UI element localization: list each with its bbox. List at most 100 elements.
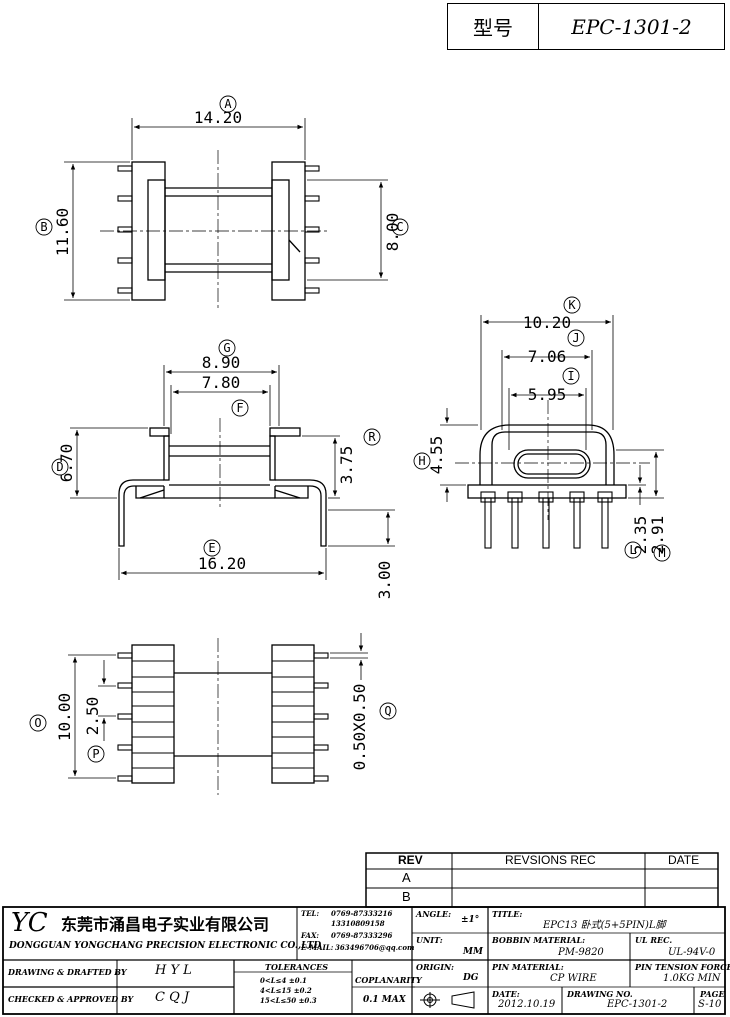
bubble-k: K (563, 296, 581, 314)
svg-text:M: M (658, 546, 665, 560)
bubble-o: O (29, 714, 47, 732)
side-view (70, 365, 395, 580)
company-name-cn: 东莞市涌昌电子实业有限公司 (61, 915, 270, 934)
bubble-c: C (391, 218, 409, 236)
bubble-g: G (218, 339, 236, 357)
end-view (440, 315, 664, 549)
tel-label: TEL: (301, 909, 320, 918)
rev-row-a: A (402, 870, 411, 885)
fax-label: FAX: (301, 931, 320, 940)
title-block: REV REVSIONS REC DATE A B YC 东莞市涌昌电子实业有限… (3, 851, 730, 1014)
date-header: DATE (668, 853, 700, 867)
tel-1: 0769-87333216 (331, 909, 393, 918)
bobbin-label: BOBBIN MATERIAL: (492, 935, 586, 945)
origin-label: ORIGIN: (416, 962, 454, 972)
rev-row-b: B (402, 889, 411, 904)
tolerance-1: 0<L≤4 ±0.1 (260, 976, 307, 985)
bubble-q: Q (379, 702, 397, 720)
page-label: PAGE (700, 989, 725, 999)
svg-text:B: B (40, 220, 47, 234)
model-label: 型号 (448, 4, 539, 49)
bubble-p: P (87, 745, 105, 763)
company-name-en: DONGGUAN YONGCHANG PRECISION ELECTRONIC … (9, 941, 322, 951)
drawn-label: DRAWING & DRAFTED BY (8, 967, 127, 977)
dim-p-value: 2.50 (83, 697, 102, 736)
tolerance-2: 4<L≤15 ±0.2 (260, 986, 312, 995)
bubble-a: A (219, 95, 237, 113)
bubble-e: E (203, 539, 221, 557)
tension-label: PIN TENSION FORCE (635, 962, 730, 972)
model-number: EPC-1301-2 (571, 14, 692, 39)
checked-value: C Q J (155, 990, 190, 1005)
dim-k-value: 10.20 (523, 313, 571, 332)
bubble-h: H (413, 452, 431, 470)
tel-2: 13310809158 (331, 919, 385, 928)
bubble-i: I (562, 367, 580, 385)
bubble-m: M (653, 544, 671, 562)
company-logo: YC (11, 908, 48, 938)
dim-j-value: 7.06 (528, 347, 567, 366)
page-value: S-10 (698, 999, 722, 1010)
dim-f-value: 7.80 (202, 373, 241, 392)
date-label: DATE: (492, 989, 520, 999)
unit-label: UNIT: (416, 935, 443, 945)
dim-a-value: 14.20 (194, 108, 242, 127)
projection-symbol-icon (420, 991, 475, 1009)
svg-text:L: L (629, 543, 636, 557)
coplanarity-value: 0.1 MAX (363, 995, 406, 1005)
title-label: TITLE: (492, 909, 523, 919)
email: 363496706@qq.com (335, 943, 415, 952)
tension-value: 1.0KG MIN (663, 973, 721, 984)
tolerance-3: 15<L≤50 ±0.3 (260, 996, 317, 1005)
ul-value: UL-94V-0 (668, 947, 716, 958)
svg-text:H: H (418, 454, 425, 468)
svg-text:P: P (92, 747, 99, 761)
bubble-d: D (51, 458, 69, 476)
dim-b-value: 11.60 (53, 208, 72, 256)
dim-q-value: 0.50X0.50 (350, 684, 369, 771)
top-view (64, 118, 388, 310)
dim-o-value: 10.00 (55, 693, 74, 741)
drawing-no-value: EPC-1301-2 (607, 999, 668, 1010)
drawing-no-label: DRAWING NO. (567, 989, 633, 999)
dim-l-value: 2.35 (631, 516, 650, 555)
checked-label: CHECKED & APPROVED BY (8, 994, 134, 1004)
model-header: 型号 EPC-1301-2 (447, 3, 725, 50)
svg-text:D: D (56, 460, 63, 474)
unit-value: MM (463, 947, 483, 957)
svg-text:F: F (236, 401, 243, 415)
dim-g-value: 8.90 (202, 353, 241, 372)
bobbin-value: PM-9820 (558, 947, 604, 958)
pin-material-label: PIN MATERIAL: (492, 962, 564, 972)
svg-text:Q: Q (384, 704, 391, 718)
email-label: E-MAIL: (301, 943, 334, 952)
dim-e-value: 16.20 (198, 554, 246, 573)
bottom-view (68, 633, 368, 795)
bubble-r: R (363, 428, 381, 446)
date-value: 2012.10.19 (498, 999, 556, 1010)
svg-text:O: O (34, 716, 41, 730)
bubble-b: B (35, 218, 53, 236)
svg-text:C: C (396, 220, 403, 234)
dim-c-value: 8.00 (383, 213, 402, 252)
rev-header: REV (398, 853, 423, 867)
svg-text:A: A (224, 97, 232, 111)
ul-label: UL REC. (635, 935, 673, 945)
svg-text:K: K (568, 298, 576, 312)
dim-r-value: 3.75 (337, 446, 356, 485)
dim-pin-length-value: 3.00 (375, 561, 394, 600)
svg-text:J: J (572, 331, 579, 345)
bubble-j: J (567, 329, 585, 347)
dim-h-value: 4.55 (427, 436, 446, 475)
part-title: EPC13 卧式(5+5PIN)L脚 (543, 920, 666, 931)
origin-value: DG (463, 973, 479, 983)
revisions-header: REVSIONS REC (505, 853, 596, 867)
fax: 0769-87333296 (331, 931, 393, 940)
drawn-value: H Y L (155, 963, 192, 978)
coplanarity-label: COPLANARITY (355, 975, 422, 985)
angle-label: ANGLE: (416, 909, 452, 919)
angle-value: ±1° (461, 915, 480, 925)
svg-text:R: R (368, 430, 376, 444)
bubble-f: F (231, 399, 249, 417)
